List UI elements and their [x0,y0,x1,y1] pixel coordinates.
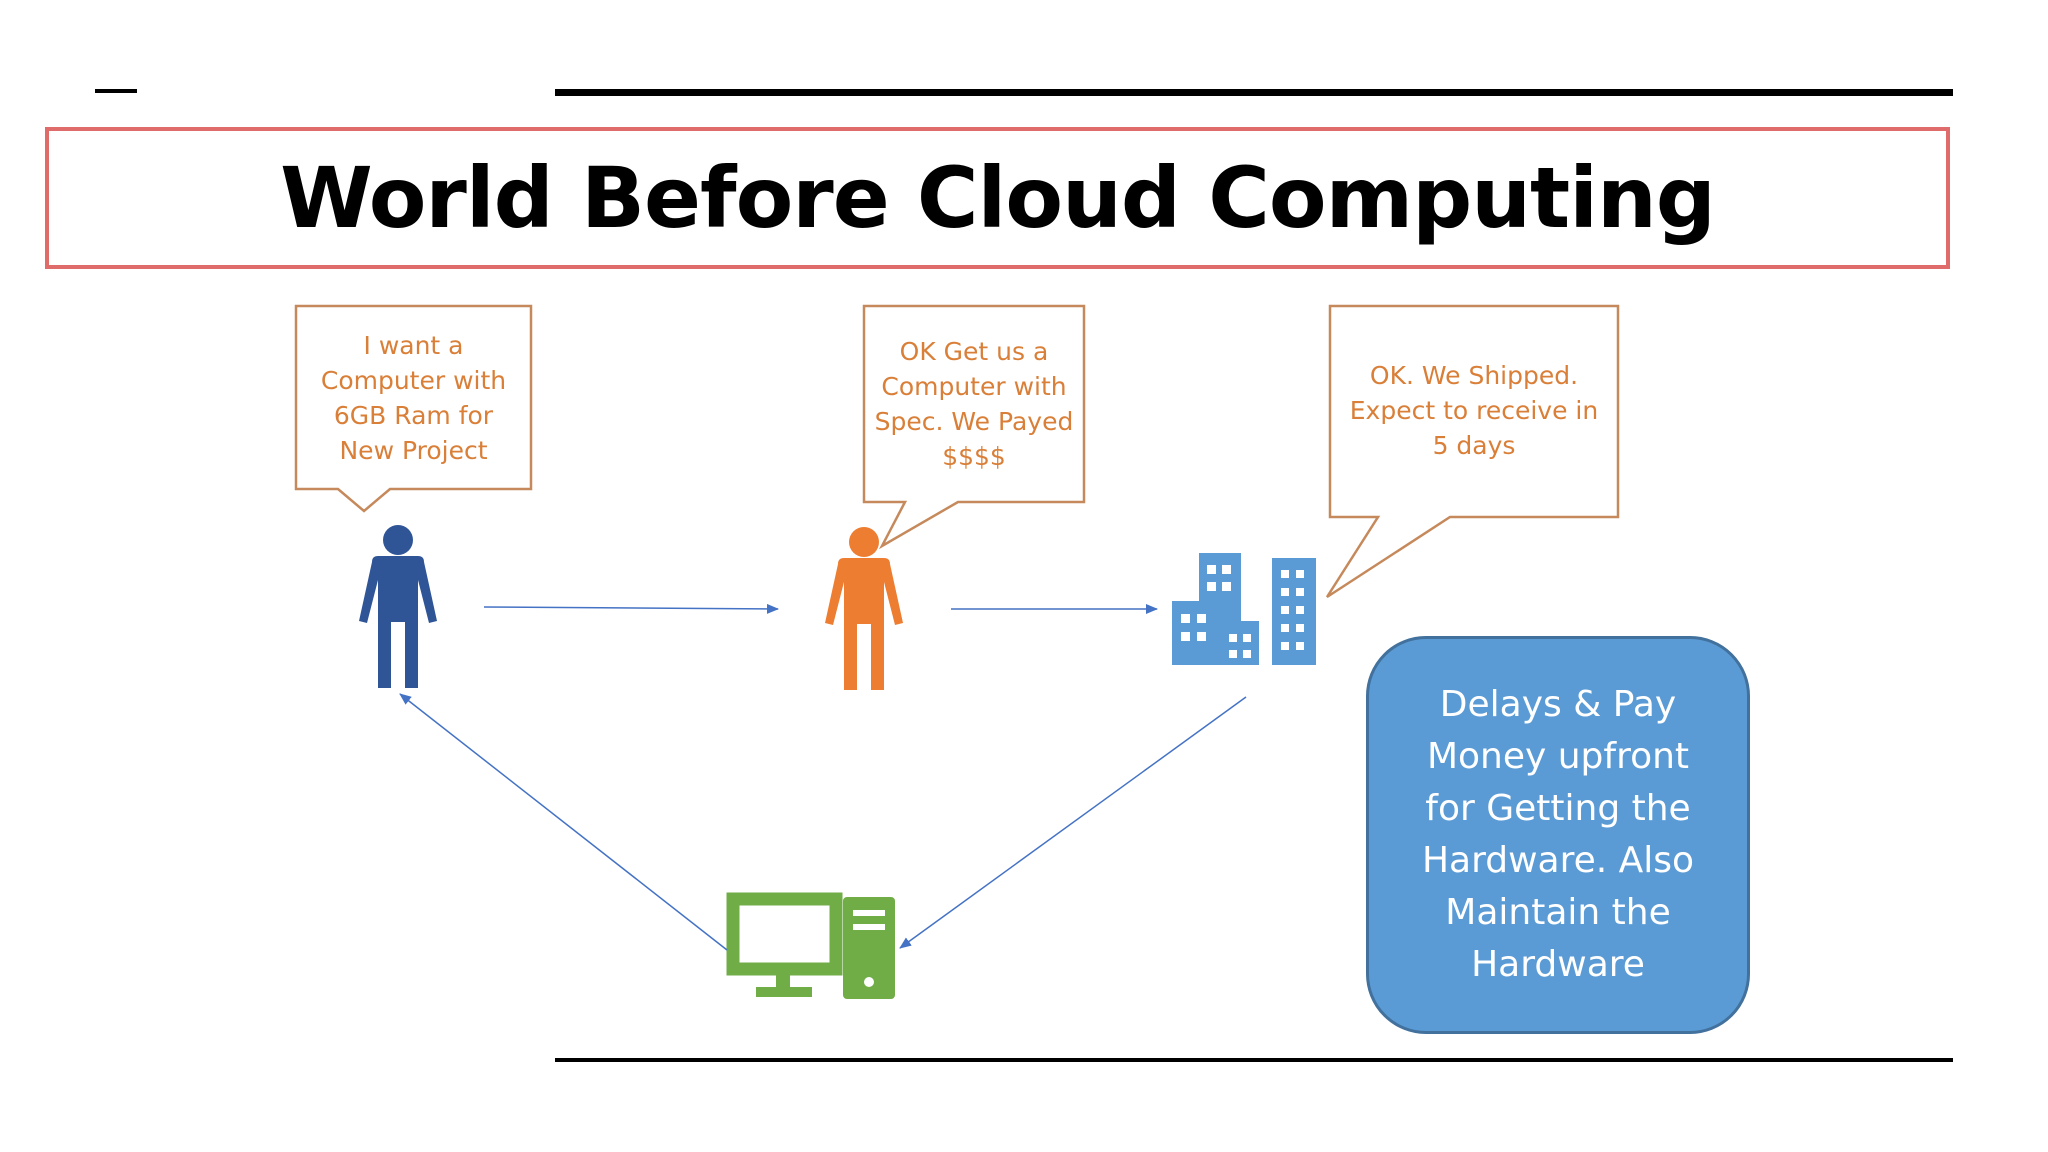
callout-user-request [294,304,533,513]
callout-vendor-reply [1325,304,1620,599]
top-left-dash [95,89,137,93]
vendor-buildings-icon [1172,553,1316,665]
slide-title: World Before Cloud Computing [280,149,1716,247]
callout-vendor-reply-text: OK. We Shipped. Expect to receive in 5 d… [1349,360,1599,460]
note-box: Delays & Pay Money upfront for Getting t… [1366,636,1750,1034]
arrow-hardware-to-user [399,693,728,951]
bottom-rule [555,1058,1953,1062]
manager-person-icon [825,527,903,690]
arrow-user-to-manager [483,603,779,614]
hardware-desktop-computer-icon [726,892,895,999]
callout-user-request-text: I want a Computer with 6GB Ram for New P… [320,330,507,465]
title-box: World Before Cloud Computing [45,127,1950,269]
user-person-icon [359,525,437,688]
top-rule [555,89,1953,96]
note-text: Delays & Pay Money upfront for Getting t… [1421,684,1695,985]
arrow-vendor-to-hardware [899,696,1247,949]
callout-manager-order-text: OK Get us a Computer with Spec. We Payed… [874,337,1074,471]
callout-manager-order [862,304,1086,550]
